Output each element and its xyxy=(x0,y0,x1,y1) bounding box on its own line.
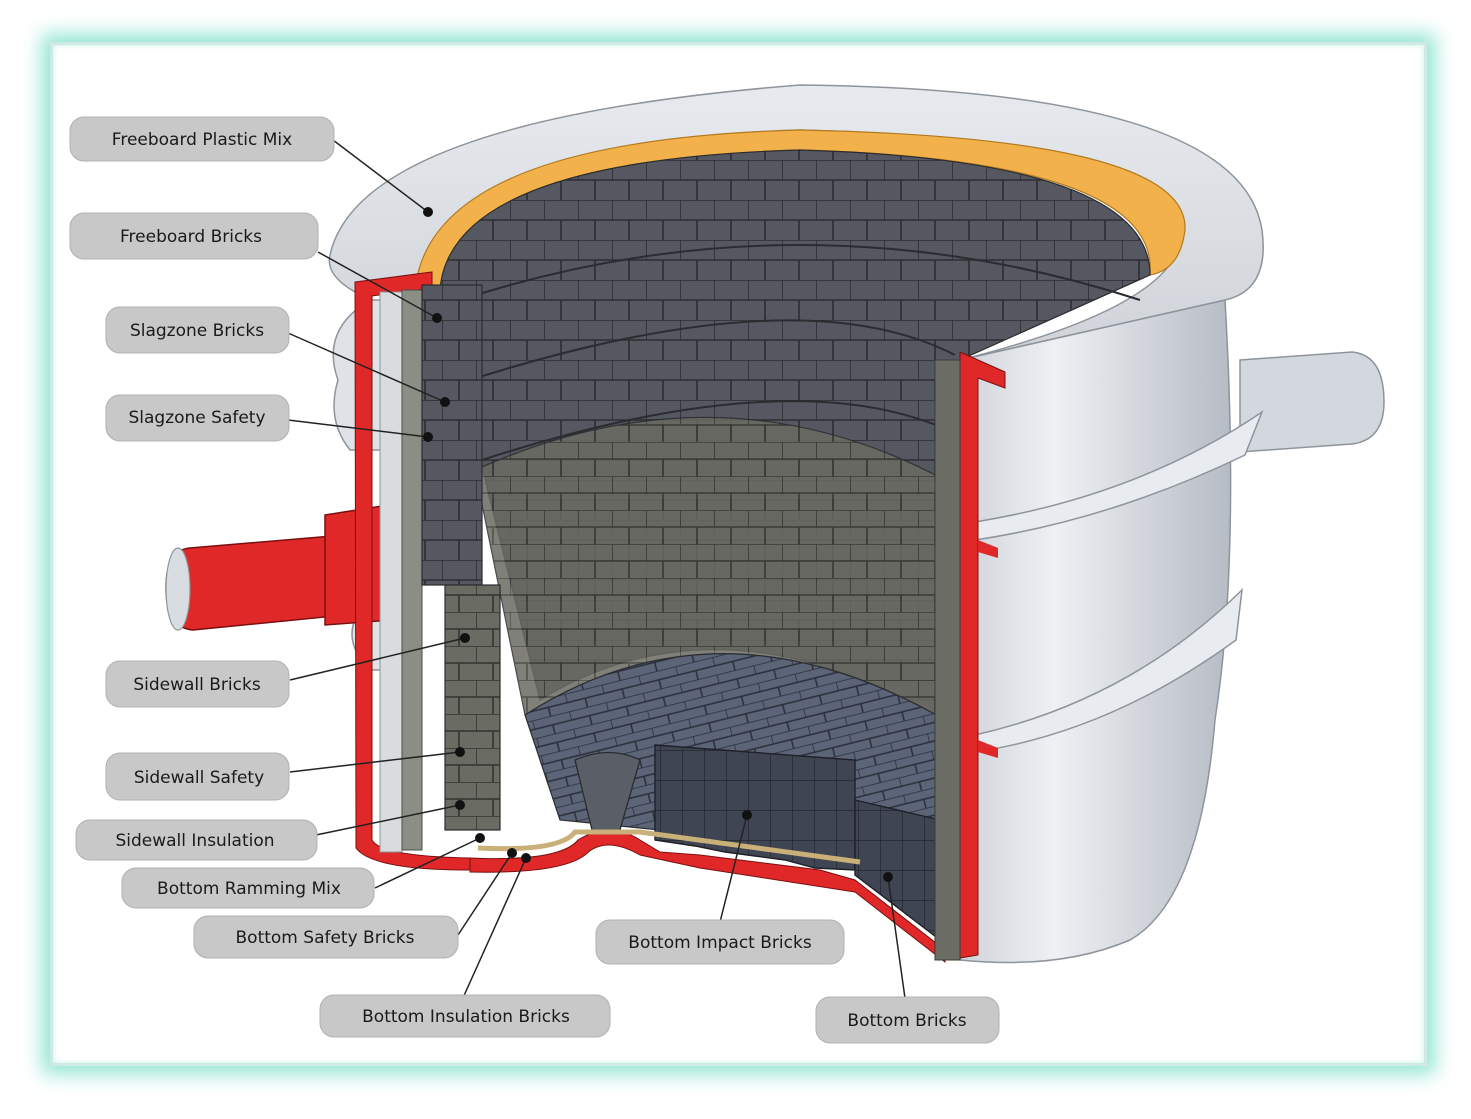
label-bottom-ramming-mix-text: Bottom Ramming Mix xyxy=(157,879,341,899)
label-sidewall-bricks-text: Sidewall Bricks xyxy=(133,675,261,695)
label-slagzone-bricks-text: Slagzone Bricks xyxy=(130,321,264,341)
right-spout xyxy=(1240,352,1384,452)
label-bottom-impact-bricks: Bottom Impact Bricks xyxy=(596,920,844,964)
label-sidewall-safety-text: Sidewall Safety xyxy=(134,768,264,788)
label-freeboard-plastic-mix: Freeboard Plastic Mix xyxy=(70,117,334,161)
label-slagzone-safety: Slagzone Safety xyxy=(106,395,289,441)
label-bottom-impact-bricks-text: Bottom Impact Bricks xyxy=(628,933,812,953)
label-bottom-insulation-bricks-text: Bottom Insulation Bricks xyxy=(362,1007,570,1027)
label-freeboard-bricks-text: Freeboard Bricks xyxy=(120,227,262,247)
label-bottom-ramming-mix: Bottom Ramming Mix xyxy=(122,868,374,908)
left-safety-layer xyxy=(402,290,422,850)
left-spout xyxy=(166,535,345,630)
right-brick-column xyxy=(935,360,960,960)
label-freeboard-bricks: Freeboard Bricks xyxy=(70,213,318,259)
label-bottom-insulation-bricks: Bottom Insulation Bricks xyxy=(320,995,610,1037)
impact-brick-block xyxy=(655,745,855,870)
label-sidewall-bricks: Sidewall Bricks xyxy=(106,661,289,707)
label-bottom-safety-bricks-text: Bottom Safety Bricks xyxy=(236,928,415,948)
label-bottom-safety-bricks: Bottom Safety Bricks xyxy=(194,916,458,958)
label-slagzone-safety-text: Slagzone Safety xyxy=(128,408,265,428)
label-sidewall-insulation-text: Sidewall Insulation xyxy=(115,831,274,851)
label-slagzone-bricks: Slagzone Bricks xyxy=(106,307,289,353)
label-bottom-bricks: Bottom Bricks xyxy=(816,997,999,1043)
left-sidewall-bricks xyxy=(445,585,500,830)
label-bottom-bricks-text: Bottom Bricks xyxy=(847,1011,966,1031)
label-freeboard-plastic-mix-text: Freeboard Plastic Mix xyxy=(112,130,292,150)
left-insulation-layer xyxy=(380,292,402,852)
label-sidewall-safety: Sidewall Safety xyxy=(106,753,289,800)
label-sidewall-insulation: Sidewall Insulation xyxy=(76,820,317,860)
outer-shell xyxy=(960,300,1231,963)
